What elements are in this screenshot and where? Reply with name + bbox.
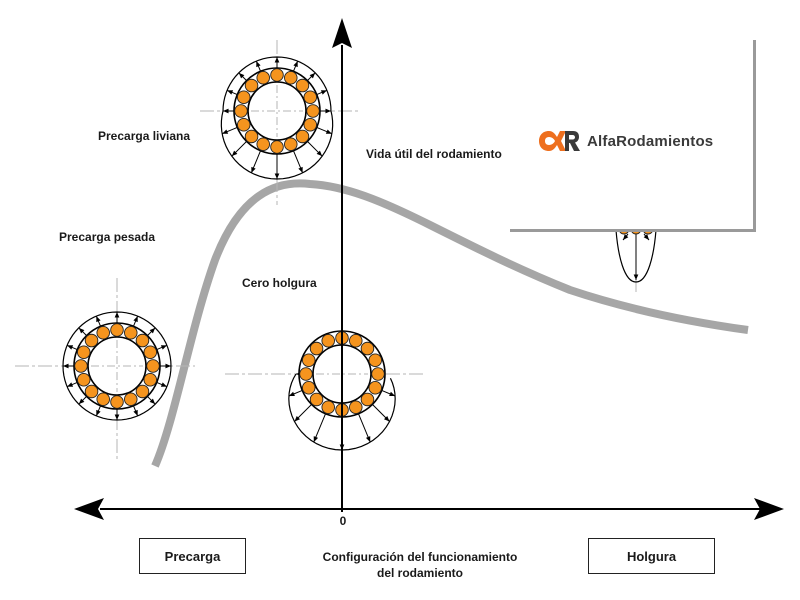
load-zone-outline <box>288 373 396 451</box>
heavy-preload-label: Precarga pesada <box>59 230 155 244</box>
clearance-box: Holgura <box>588 538 715 574</box>
roller <box>321 400 335 415</box>
light-preload-label: Precarga liviana <box>98 129 190 143</box>
alfarodamientos-logo: AlfaRodamientos <box>538 128 713 154</box>
roller <box>146 359 160 373</box>
roller <box>295 78 310 93</box>
roller <box>368 381 383 395</box>
clearance-box-label: Holgura <box>626 548 677 564</box>
light-preload-bearing <box>200 40 360 205</box>
x-axis-title-line2: del rodamiento <box>376 566 463 580</box>
life-curve <box>151 179 749 468</box>
heavy-preload-bearing <box>15 278 195 460</box>
roller <box>256 137 270 152</box>
y-axis-label: Vida útil del rodamiento <box>366 147 502 161</box>
roller <box>295 129 310 144</box>
roller <box>124 325 138 340</box>
roller <box>76 373 91 387</box>
roller <box>301 381 316 395</box>
roller <box>309 392 324 407</box>
alfa-r-logo-icon <box>539 131 580 151</box>
x-axis-title: Configuración del funcionamiento del rod… <box>300 549 540 581</box>
roller <box>371 367 385 381</box>
roller <box>256 70 270 85</box>
preload-box: Precarga <box>139 538 246 574</box>
roller <box>303 90 318 104</box>
x-axis-title-line1: Configuración del funcionamiento <box>322 550 518 564</box>
logo-card: AlfaRodamientos <box>510 40 756 232</box>
roller <box>236 118 251 132</box>
roller <box>349 333 363 348</box>
roller <box>303 118 318 132</box>
preload-box-label: Precarga <box>164 548 221 564</box>
x-axis-right-arrowhead <box>754 498 784 520</box>
logo-text: AlfaRodamientos <box>587 132 714 150</box>
zero-clearance-bearing <box>225 330 425 451</box>
roller <box>360 341 375 356</box>
roller <box>76 345 91 359</box>
y-axis-arrowhead <box>332 18 352 48</box>
roller <box>135 384 150 399</box>
load-zone-outline <box>615 229 657 283</box>
roller <box>96 392 110 407</box>
roller <box>301 353 316 367</box>
roller <box>143 373 158 387</box>
roller <box>309 341 324 356</box>
roller <box>244 129 259 144</box>
roller <box>110 323 124 337</box>
roller <box>84 384 99 399</box>
roller <box>84 333 99 348</box>
inner-ring <box>247 81 307 141</box>
roller <box>270 140 284 154</box>
origin-label: 0 <box>340 514 347 528</box>
roller <box>236 90 251 104</box>
roller <box>270 68 284 82</box>
clearance-bearing <box>615 223 657 292</box>
roller <box>306 104 320 118</box>
roller <box>74 359 88 373</box>
roller <box>143 345 158 359</box>
zero-clearance-label: Cero holgura <box>242 276 317 290</box>
roller <box>124 392 138 407</box>
roller <box>368 353 383 367</box>
x-axis-left-arrowhead <box>74 498 104 520</box>
roller <box>349 400 363 415</box>
roller <box>360 392 375 407</box>
inner-ring <box>87 336 147 396</box>
roller <box>284 137 298 152</box>
roller <box>244 78 259 93</box>
roller <box>135 333 150 348</box>
roller <box>321 333 335 348</box>
roller <box>284 70 298 85</box>
roller <box>299 367 313 381</box>
roller <box>110 395 124 409</box>
roller <box>234 104 248 118</box>
roller <box>96 325 110 340</box>
